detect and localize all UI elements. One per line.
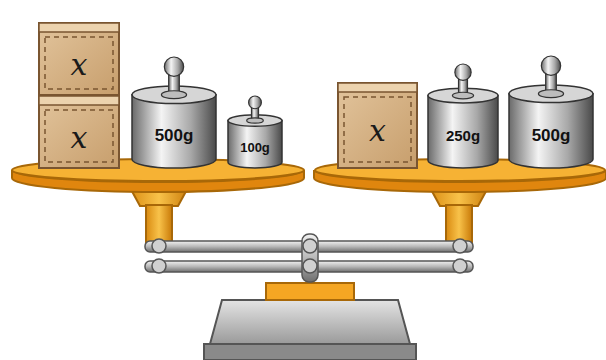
- weight-collar: [452, 92, 473, 99]
- scale-base: [210, 300, 410, 344]
- weight-shape: [426, 63, 500, 169]
- unknown-box: x: [337, 82, 418, 169]
- unknown-box: x: [38, 22, 120, 96]
- scale-foot: [204, 344, 416, 360]
- box-face: [39, 96, 119, 168]
- weight-collar: [161, 91, 186, 99]
- beam-joint: [453, 259, 467, 273]
- variable-label: x: [38, 47, 120, 82]
- weight-shape: [130, 56, 218, 169]
- beam-joint: [453, 239, 467, 253]
- weight-shape: [226, 95, 284, 169]
- unknown-box: x: [38, 95, 120, 169]
- weight-label: 500g: [507, 126, 595, 146]
- weight-knob: [249, 96, 262, 109]
- box-lid: [338, 83, 417, 92]
- box-lid: [39, 96, 119, 105]
- weight-knob: [164, 57, 183, 76]
- weight-label: 100g: [226, 140, 284, 155]
- pivot-block: [266, 283, 354, 300]
- beam-joint: [303, 259, 317, 273]
- weight-label: 500g: [130, 126, 218, 146]
- weight-knob: [455, 64, 471, 80]
- box-lid: [39, 23, 119, 32]
- weight: 500g: [507, 55, 595, 169]
- weight-label: 250g: [426, 127, 500, 144]
- variable-label: x: [337, 113, 418, 148]
- weight: 250g: [426, 63, 500, 169]
- beam-joint: [152, 239, 166, 253]
- beam-joint: [303, 239, 317, 253]
- weight-collar: [247, 118, 264, 123]
- box-face: [39, 23, 119, 95]
- weight-collar: [538, 90, 563, 98]
- beam-joint: [152, 259, 166, 273]
- weight: 100g: [226, 95, 284, 169]
- weight-knob: [541, 56, 560, 75]
- center-post: [302, 234, 318, 282]
- weight-shape: [507, 55, 595, 169]
- variable-label: x: [38, 120, 120, 155]
- weight: 500g: [130, 56, 218, 169]
- box-face: [338, 83, 417, 168]
